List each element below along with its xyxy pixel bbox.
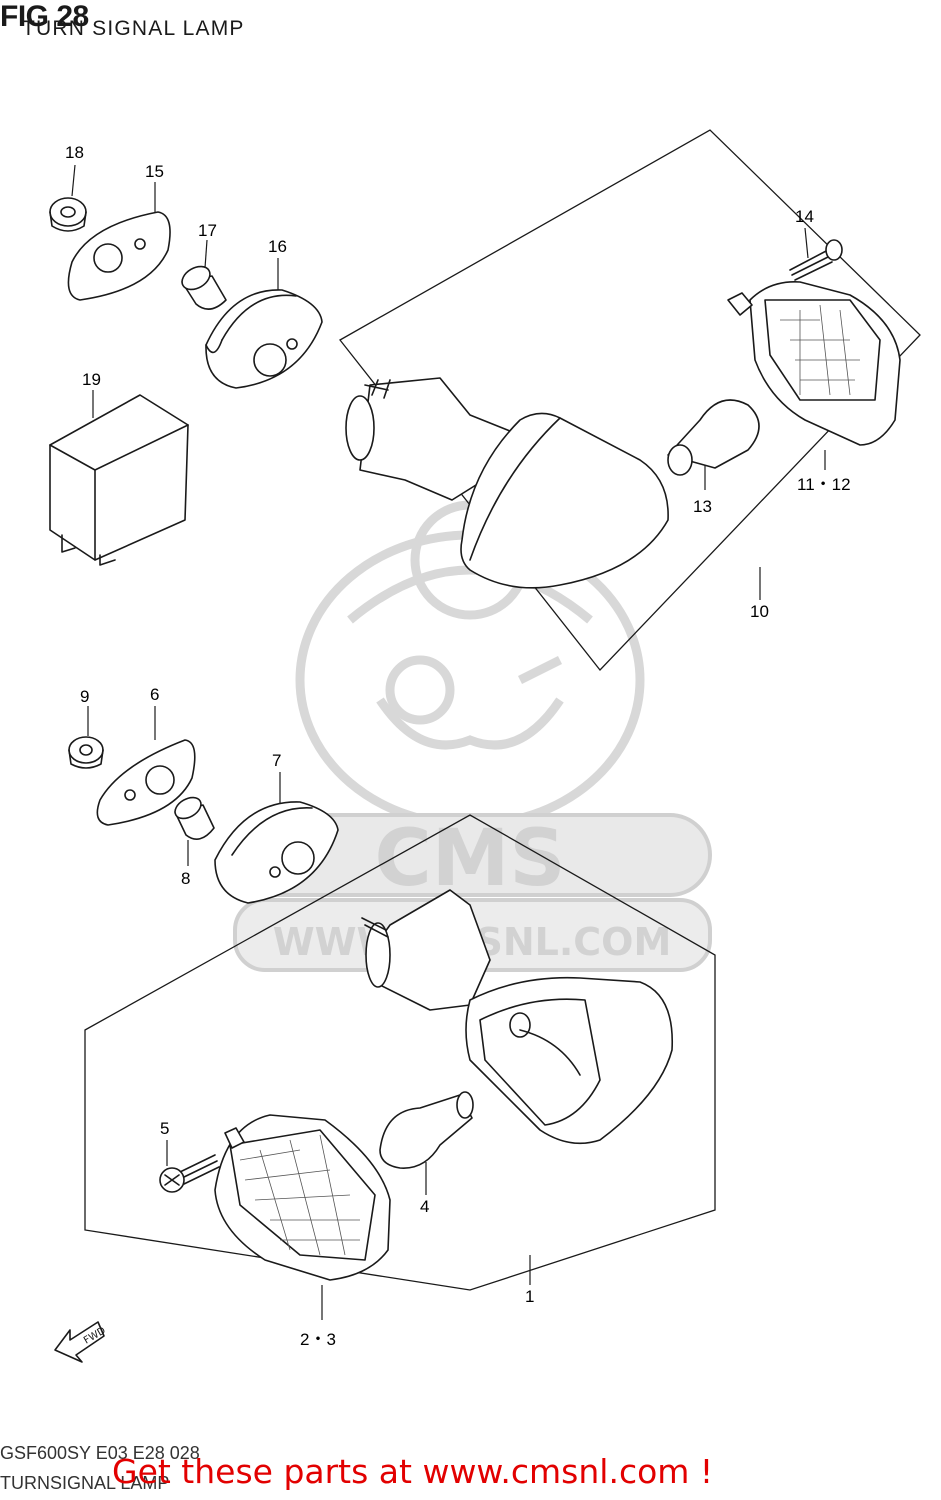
- callout-17: 17: [198, 221, 217, 240]
- part-10-housing: [345, 377, 669, 589]
- callout-15: 15: [145, 162, 164, 181]
- part-15-plate: [67, 211, 171, 301]
- promo-link[interactable]: Get these parts at www.cmsnl.com !: [112, 1452, 714, 1491]
- callout-2-3: 2・3: [300, 1330, 336, 1349]
- part-19-relay: [49, 394, 189, 566]
- fwd-label: FWD: [82, 1325, 108, 1346]
- part-5-screw: [159, 1154, 220, 1193]
- callout-6: 6: [150, 685, 159, 704]
- callout-19: 19: [82, 370, 101, 389]
- callout-4: 4: [420, 1197, 429, 1216]
- part-16-cushion: [205, 289, 323, 389]
- page-subtitle: TURN SIGNAL LAMP: [22, 17, 245, 40]
- part-9-nut: [68, 736, 104, 769]
- callout-14: 14: [795, 207, 814, 226]
- callout-9: 9: [80, 687, 89, 706]
- part-2-3-lens: [214, 1114, 391, 1281]
- part-14-screw: [789, 239, 843, 281]
- assembly-1-outline: [84, 814, 716, 1291]
- callout-13: 13: [693, 497, 712, 516]
- cms-watermark: CMS WWW.CMSNL.COM: [233, 500, 712, 972]
- part-8-collar: [174, 796, 215, 840]
- part-13-bulb: [667, 399, 760, 476]
- watermark-brand: CMS: [374, 814, 565, 904]
- part-17-collar: [181, 265, 227, 310]
- diagram-caption: TURNSIGNAL LAMP: [0, 1473, 170, 1493]
- callout-16: 16: [268, 237, 287, 256]
- callout-18: 18: [65, 143, 84, 162]
- part-7-cushion: [214, 801, 339, 904]
- part-1-housing: [361, 889, 674, 1145]
- part-6-plate: [96, 739, 196, 826]
- part-11-12-lens: [727, 281, 901, 446]
- callout-1: 1: [525, 1287, 534, 1306]
- callout-10: 10: [750, 602, 769, 621]
- callout-5: 5: [160, 1119, 169, 1138]
- part-4-bulb: [379, 1091, 474, 1169]
- callout-8: 8: [181, 869, 190, 888]
- fwd-direction-arrow: FWD: [54, 1321, 108, 1363]
- part-18-nut: [49, 197, 87, 232]
- callout-7: 7: [272, 751, 281, 770]
- figure-label: FIG 28: [0, 0, 89, 33]
- model-code: GSF600SY E03 E28 028: [0, 1443, 200, 1463]
- callout-11-12: 11・12: [797, 475, 851, 494]
